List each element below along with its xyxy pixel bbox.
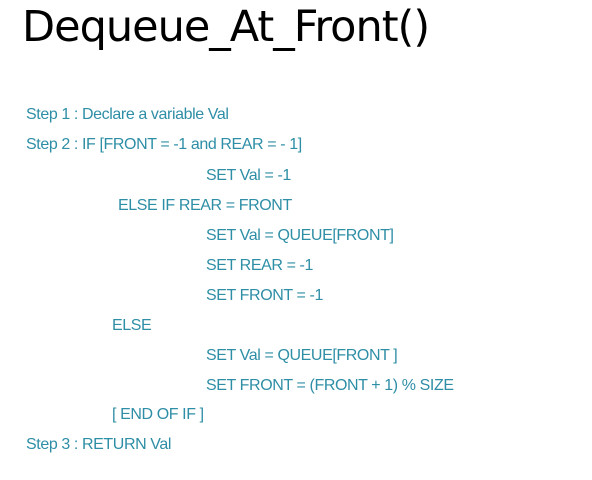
- algorithm-step-1: Step 1 : Declare a variable Val: [26, 106, 229, 123]
- algorithm-line-set-val: SET Val = -1: [206, 167, 291, 184]
- algorithm-line-set-front-increment: SET FRONT = (FRONT + 1) % SIZE: [206, 377, 454, 394]
- algorithm-step-3: Step 3 : RETURN Val: [26, 436, 172, 453]
- algorithm-line-set-front: SET FRONT = -1: [206, 287, 323, 304]
- algorithm-line-end-if: [ END OF IF ]: [112, 406, 204, 423]
- algorithm-line-else-if: ELSE IF REAR = FRONT: [118, 197, 292, 214]
- algorithm-step-2-if: Step 2 : IF [FRONT = -1 and REAR = - 1]: [26, 136, 302, 153]
- algorithm-line-set-val-queue-2: SET Val = QUEUE[FRONT ]: [206, 347, 398, 364]
- slide-title: Dequeue_At_Front(): [22, 2, 430, 52]
- algorithm-line-set-val-queue: SET Val = QUEUE[FRONT]: [206, 227, 394, 244]
- algorithm-line-set-rear: SET REAR = -1: [206, 257, 313, 274]
- algorithm-line-else: ELSE: [112, 317, 152, 334]
